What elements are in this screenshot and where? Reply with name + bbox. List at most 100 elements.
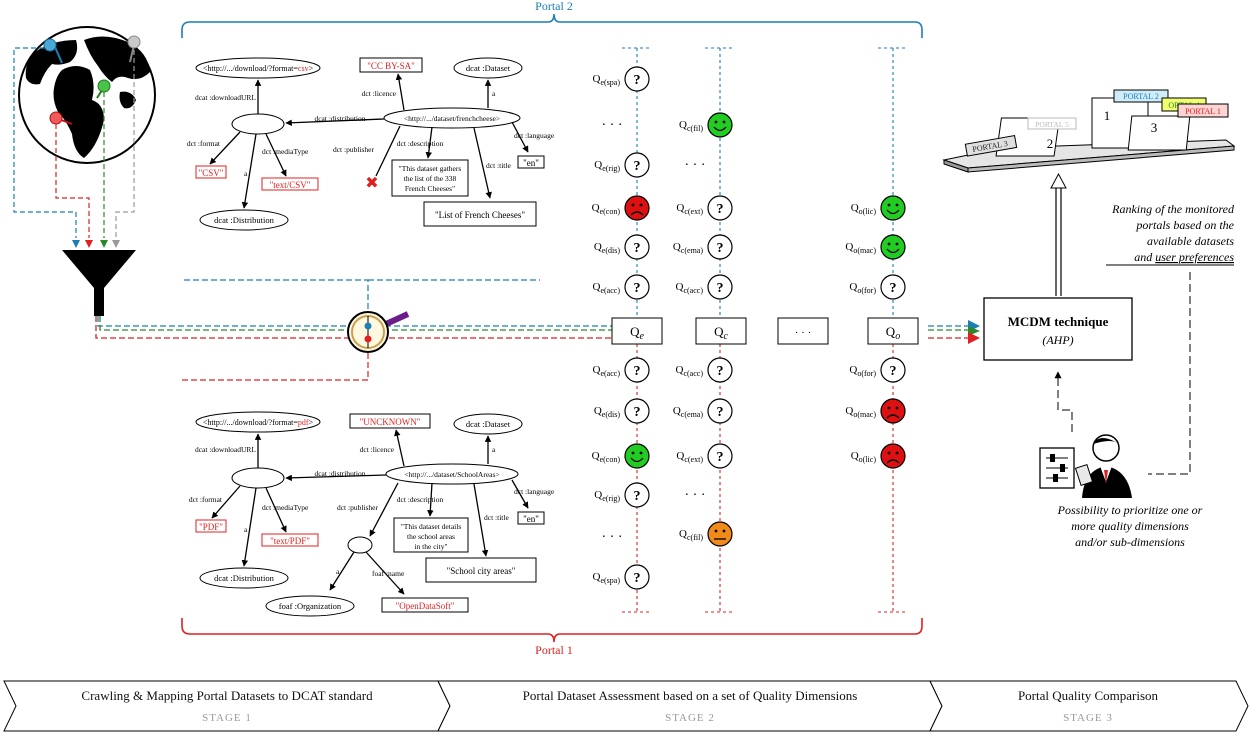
quality-box-1: Qc [695,317,747,345]
quality-indicator-more: · · · [685,158,706,173]
unknown-face-icon: ? [624,234,650,260]
svg-text:"CC BY-SA": "CC BY-SA" [367,61,415,71]
svg-text:a: a [336,567,340,576]
mcdm-sub: (AHP) [1042,333,1073,347]
svg-text:dct :title: dct :title [486,161,511,170]
mcdm-title: MCDM technique [1008,314,1109,329]
graph-portal2: <http://.../download/?format=csv> "CC BY… [187,57,555,231]
magnifier-icon [347,311,410,353]
svg-text:Qe(rig): Qe(rig) [594,159,620,173]
ranking-line-2: portals based on the [1135,218,1234,232]
svg-text:Qo(lic): Qo(lic) [851,450,877,464]
svg-text:Qe(acc): Qe(acc) [593,281,621,295]
quality-indicator-more: · · · [685,488,706,503]
svg-text:"text/PDF": "text/PDF" [270,536,310,546]
svg-text:dcat :distribution: dcat :distribution [314,114,365,123]
svg-text:"OpenDataSoft": "OpenDataSoft" [396,601,455,611]
svg-text:?: ? [717,202,724,217]
quality-indicator-more: · · · [602,530,623,545]
unknown-face-icon: ? [707,357,733,383]
stage-bar: Crawling & Mapping Portal Datasets to DC… [3,680,1249,732]
unknown-face-icon: ? [624,564,650,590]
unknown-face-icon: ? [880,357,906,383]
split-lines [182,279,540,381]
quality-indicator-c(acc): Qc(acc)? [676,357,733,383]
svg-text:Qo(for): Qo(for) [849,364,876,378]
svg-text:3: 3 [1151,120,1158,135]
svg-text:dct :licence: dct :licence [360,445,395,454]
svg-text:<http://.../dataset/frenchchee: <http://.../dataset/frenchcheese> [404,114,500,123]
quality-indicator-o(lic): Qo(lic) [851,195,906,221]
ranking-line-3: available datasets [1147,234,1234,248]
stage2-label: Portal Dataset Assessment based on a set… [523,688,858,703]
svg-text:"en": "en" [523,514,539,524]
svg-text:· · ·: · · · [685,158,706,173]
svg-text:in the city": in the city" [414,542,447,551]
quality-indicator-c(ext): Qc(ext)? [676,195,733,221]
bad-face-icon [880,398,906,424]
user-preferences-icon [1039,434,1132,498]
quality-indicator-o(for): Qo(for)? [849,357,906,383]
svg-text:Qe(con): Qe(con) [592,202,621,216]
good-face-icon [880,195,906,221]
svg-text:Qc(acc): Qc(acc) [676,281,704,295]
quality-indicator-e(rig): Qe(rig)? [594,152,650,178]
globe-icon [18,26,156,164]
mcdm-to-podium-arrow [1050,172,1067,296]
svg-text:dct :description: dct :description [397,495,444,504]
graph-portal1: <http://.../download/?format=pdf> "UNCKN… [189,411,555,617]
svg-text:Qo(mac): Qo(mac) [845,405,876,419]
svg-text:Qc: Qc [714,324,728,342]
unknown-face-icon: ? [624,274,650,300]
portal2-label: Portal 2 [535,0,573,13]
quality-indicator-e(con): Qe(con) [592,195,650,221]
svg-text:dct :title: dct :title [484,513,509,522]
svg-text:"text/CSV": "text/CSV" [270,180,311,190]
quality-indicator-c(acc): Qc(acc)? [676,274,733,300]
quality-indicator-e(spa): Qe(spa)? [593,564,650,590]
good-face-icon [880,234,906,260]
svg-text:?: ? [634,489,641,504]
svg-text:foaf :Organization: foaf :Organization [279,601,342,611]
quality-indicator-e(acc): Qe(acc)? [593,274,650,300]
unknown-face-icon: ? [624,482,650,508]
svg-text:dct :format: dct :format [189,495,223,504]
svg-text:dcat :downloadURL: dcat :downloadURL [195,445,256,454]
unknown-face-icon: ? [707,195,733,221]
unknown-face-icon: ? [624,152,650,178]
stage1-sub: STAGE 1 [202,712,252,724]
svg-text:"School city areas": "School city areas" [447,566,516,576]
svg-text:Qc(ema): Qc(ema) [673,241,703,255]
svg-text:· · ·: · · · [685,488,706,503]
stage3-chevron [929,680,1249,732]
stage1-label: Crawling & Mapping Portal Datasets to DC… [81,688,373,703]
svg-text:PORTAL 1: PORTAL 1 [1185,107,1221,116]
svg-text:Qc(ema): Qc(ema) [673,405,703,419]
portal1-label: Portal 1 [535,643,573,657]
bad-face-icon [880,443,906,469]
svg-text:a: a [244,169,248,178]
possibility-line-2: more quality dimensions [1071,519,1189,533]
svg-text:the list of the 338: the list of the 338 [404,174,457,183]
missing-publisher-icon: ✖ [365,175,378,192]
svg-text:"PDF": "PDF" [199,522,223,532]
svg-text:dct :licence: dct :licence [362,89,397,98]
funnel-icon [62,250,136,316]
svg-text:Qe(acc): Qe(acc) [593,364,621,378]
quality-indicator-c(ema): Qc(ema)? [673,234,733,260]
svg-text:PORTAL 5: PORTAL 5 [1035,120,1069,129]
unknown-face-icon: ? [707,398,733,424]
quality-indicator-c(ema): Qc(ema)? [673,398,733,424]
good-face-icon [707,112,733,138]
portal2-brace [181,13,923,38]
svg-text:2: 2 [1047,136,1054,151]
svg-text:"This dataset details: "This dataset details [401,522,462,531]
svg-text:?: ? [634,405,641,420]
svg-text:?: ? [890,364,897,379]
svg-text:Qe(spa): Qe(spa) [593,571,621,585]
svg-text:<http://.../dataset/SchoolArea: <http://.../dataset/SchoolAreas> [404,470,499,479]
unknown-face-icon: ? [707,274,733,300]
ranking-line-4: and user preferences [1134,250,1234,264]
svg-text:?: ? [634,159,641,174]
